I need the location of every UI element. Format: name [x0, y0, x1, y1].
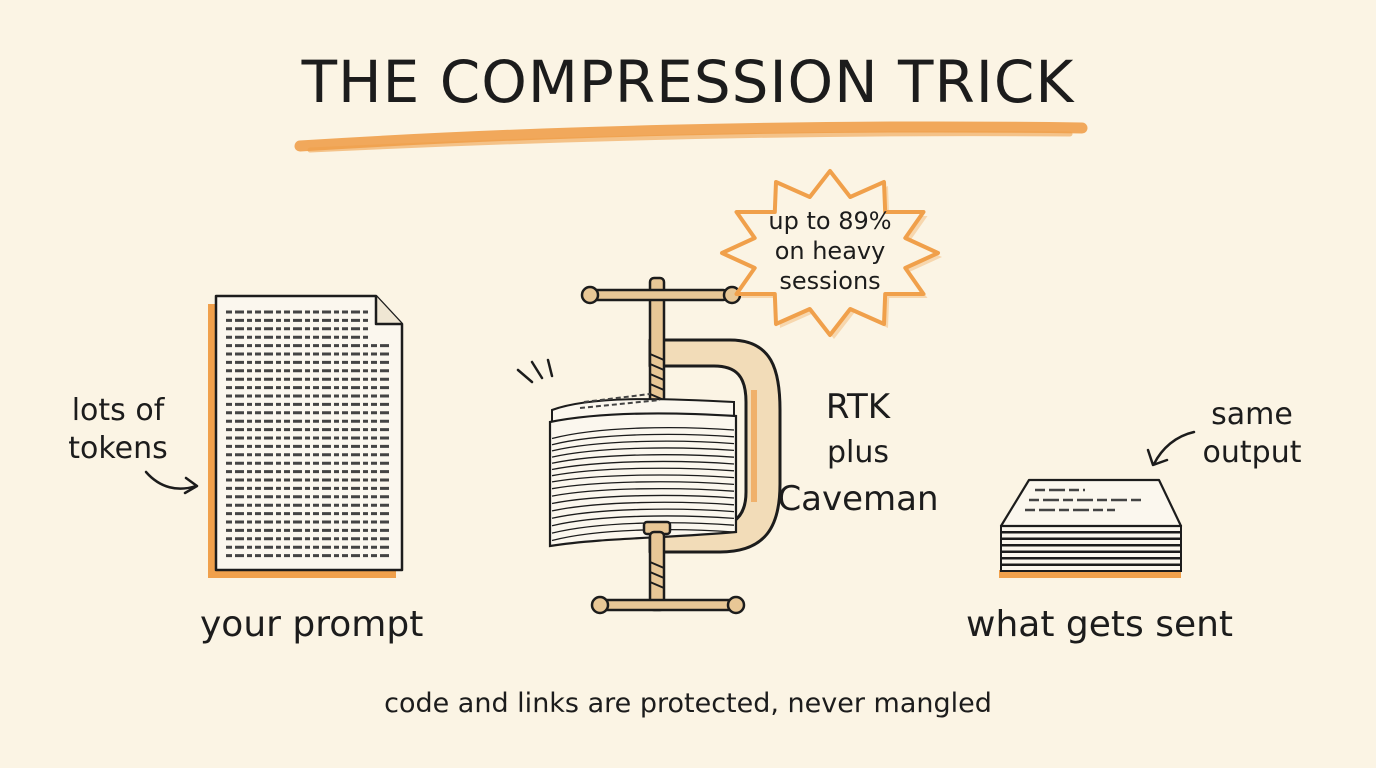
badge-text: up to 89% on heavy sessions [730, 206, 930, 296]
input-annotation: lots of tokens [58, 392, 178, 468]
compressor-name-line2: plus [826, 435, 890, 470]
output-annotation-line1: same [1211, 397, 1293, 432]
output-caption: what gets sent [966, 604, 1234, 645]
output-annotation-line2: output [1202, 435, 1302, 470]
badge-line1: up to 89% [768, 207, 892, 235]
footer-note: code and links are protected, never mang… [384, 688, 992, 719]
input-annotation-line2: tokens [68, 431, 168, 466]
document-text-lines [226, 310, 390, 558]
badge-line2: on heavy [774, 237, 886, 265]
page-title: THE COMPRESSION TRICK [301, 48, 1075, 116]
starburst-badge [720, 169, 942, 339]
arrow-icon [144, 470, 199, 495]
document-icon [208, 294, 404, 578]
input-caption: your prompt [200, 604, 424, 645]
paper-stack-icon [999, 478, 1183, 578]
compressor-name-line1: RTK [825, 387, 891, 427]
input-annotation-line1: lots of [71, 393, 165, 428]
badge-line3: sessions [779, 267, 881, 295]
arrow-icon [1146, 430, 1196, 467]
output-annotation: same output [1192, 396, 1312, 472]
compressor-name: RTK plus Caveman [768, 384, 948, 522]
clamp-icon [516, 276, 782, 615]
compressor-name-line3: Caveman [777, 479, 939, 519]
squeezed-paper-stack [548, 393, 738, 548]
